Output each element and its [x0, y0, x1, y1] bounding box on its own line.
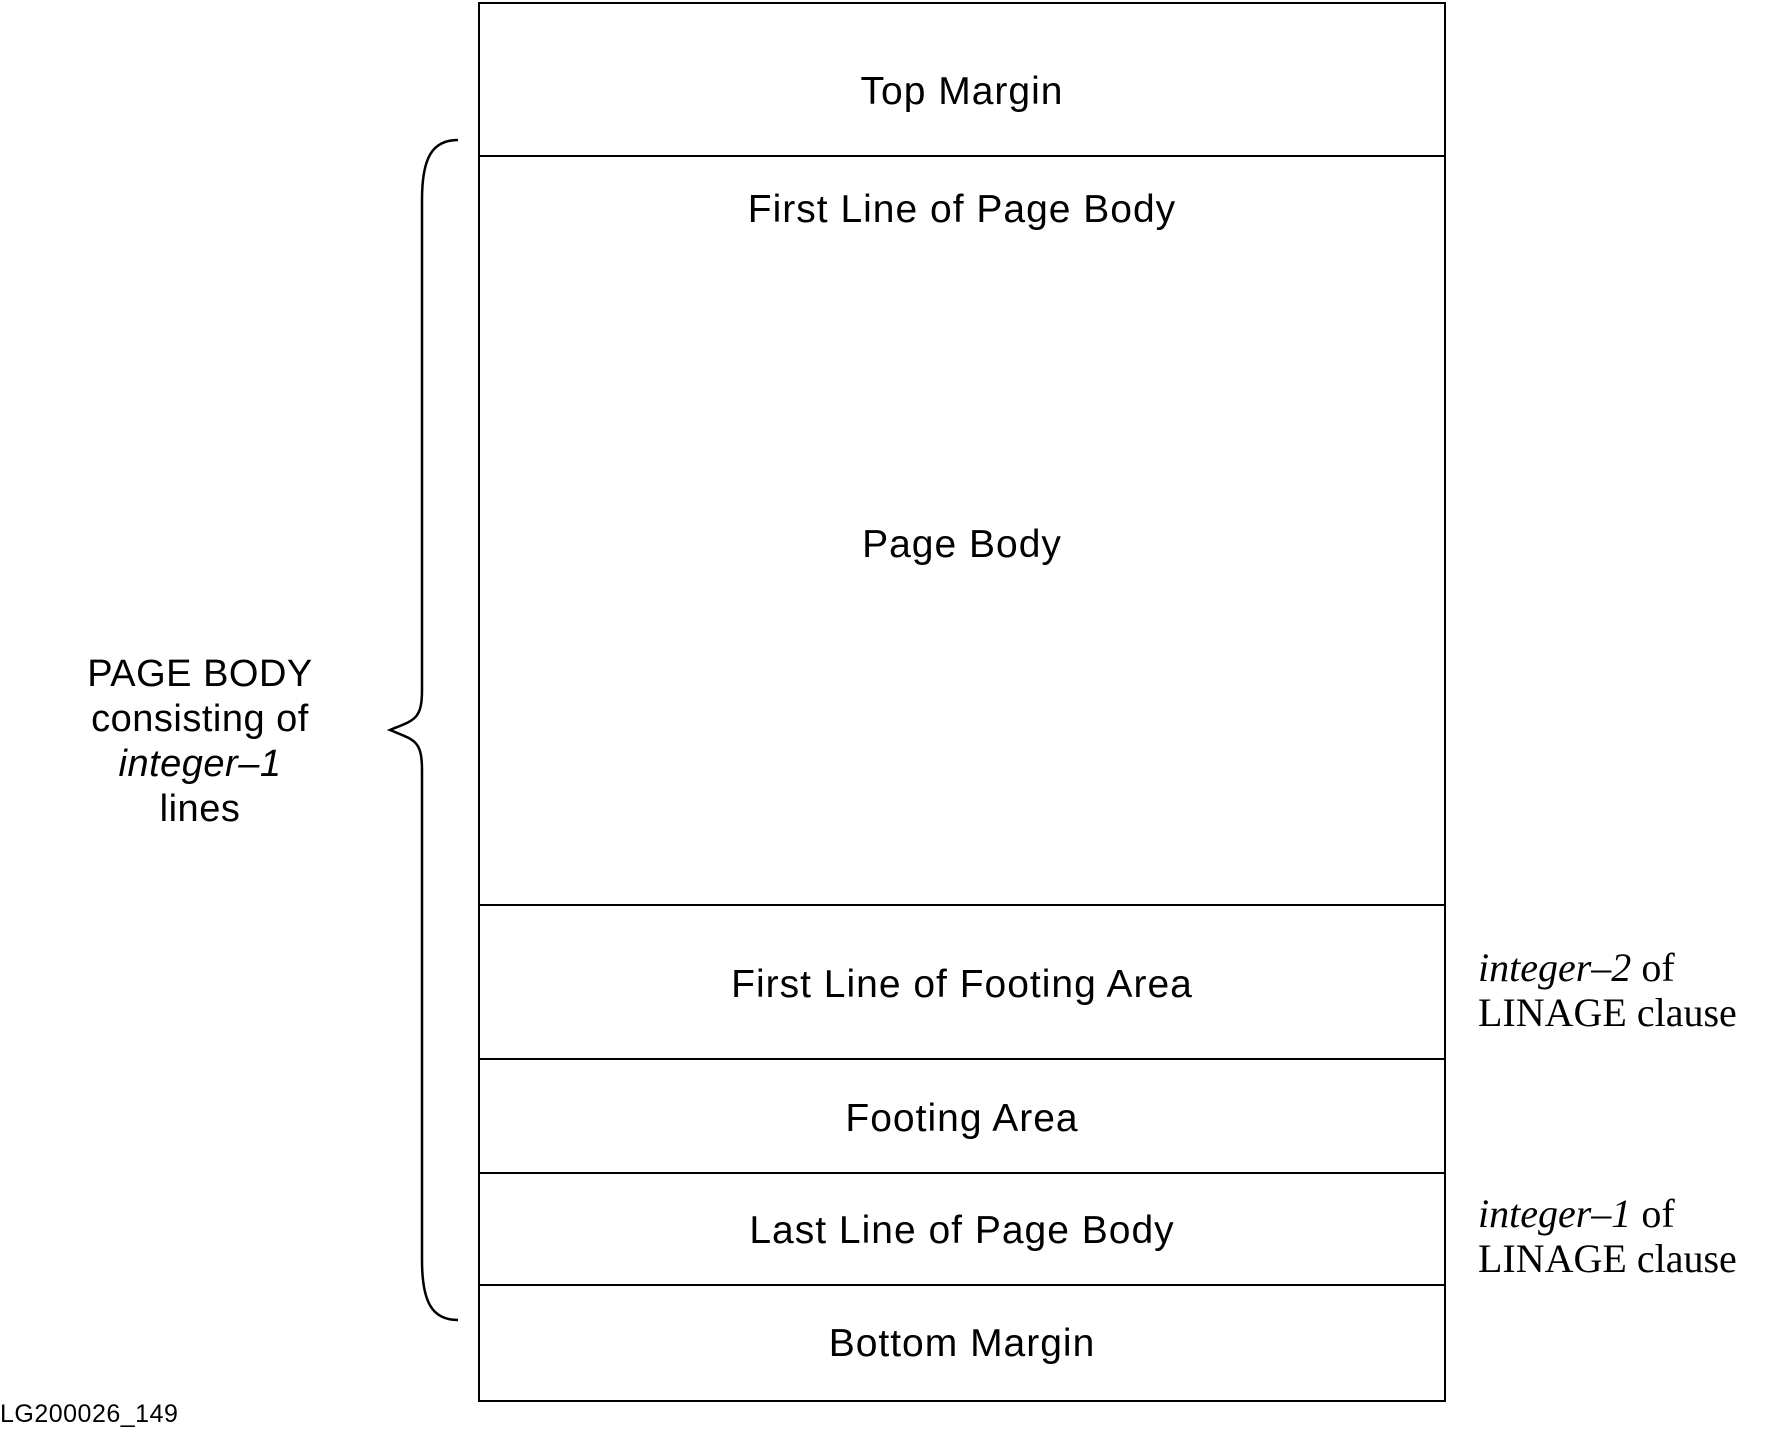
page-body-annotation: PAGE BODY consisting of integer–1 lines — [60, 652, 340, 832]
page-outline-box — [478, 2, 1446, 1402]
divider-last-line — [478, 1284, 1446, 1286]
divider-page-body-end — [478, 904, 1446, 906]
integer-1-term: integer–1 — [1478, 1191, 1632, 1236]
integer-1-suffix: of — [1631, 1191, 1675, 1236]
bottom-margin-label: Bottom Margin — [828, 1322, 1096, 1365]
divider-top-margin — [478, 155, 1446, 157]
integer-1-line-2: LINAGE clause — [1478, 1236, 1737, 1281]
integer-2-line-1: integer–2 of — [1478, 945, 1737, 990]
page-body-brace — [386, 138, 459, 1322]
annotation-line-4: lines — [159, 788, 241, 830]
divider-footing-area — [478, 1172, 1446, 1174]
integer-2-line-2: LINAGE clause — [1478, 990, 1737, 1035]
integer-2-annotation: integer–2 of LINAGE clause — [1478, 945, 1737, 1035]
top-margin-label: Top Margin — [860, 70, 1064, 113]
figure-id: LG200026_149 — [0, 1400, 179, 1428]
last-line-page-body-label: Last Line of Page Body — [749, 1209, 1175, 1252]
first-line-footing-area-label: First Line of Footing Area — [731, 963, 1193, 1006]
footing-area-label: Footing Area — [845, 1097, 1079, 1140]
first-line-page-body-label: First Line of Page Body — [747, 188, 1177, 231]
annotation-line-1: PAGE BODY — [87, 653, 313, 695]
integer-1-line-1: integer–1 of — [1478, 1191, 1737, 1236]
annotation-line-3: integer–1 — [118, 743, 282, 785]
annotation-line-2: consisting of — [91, 698, 309, 740]
page-body-label: Page Body — [862, 523, 1062, 566]
integer-1-annotation: integer–1 of LINAGE clause — [1478, 1191, 1737, 1281]
divider-footing-line — [478, 1058, 1446, 1060]
integer-2-term: integer–2 — [1478, 945, 1632, 990]
integer-2-suffix: of — [1631, 945, 1675, 990]
